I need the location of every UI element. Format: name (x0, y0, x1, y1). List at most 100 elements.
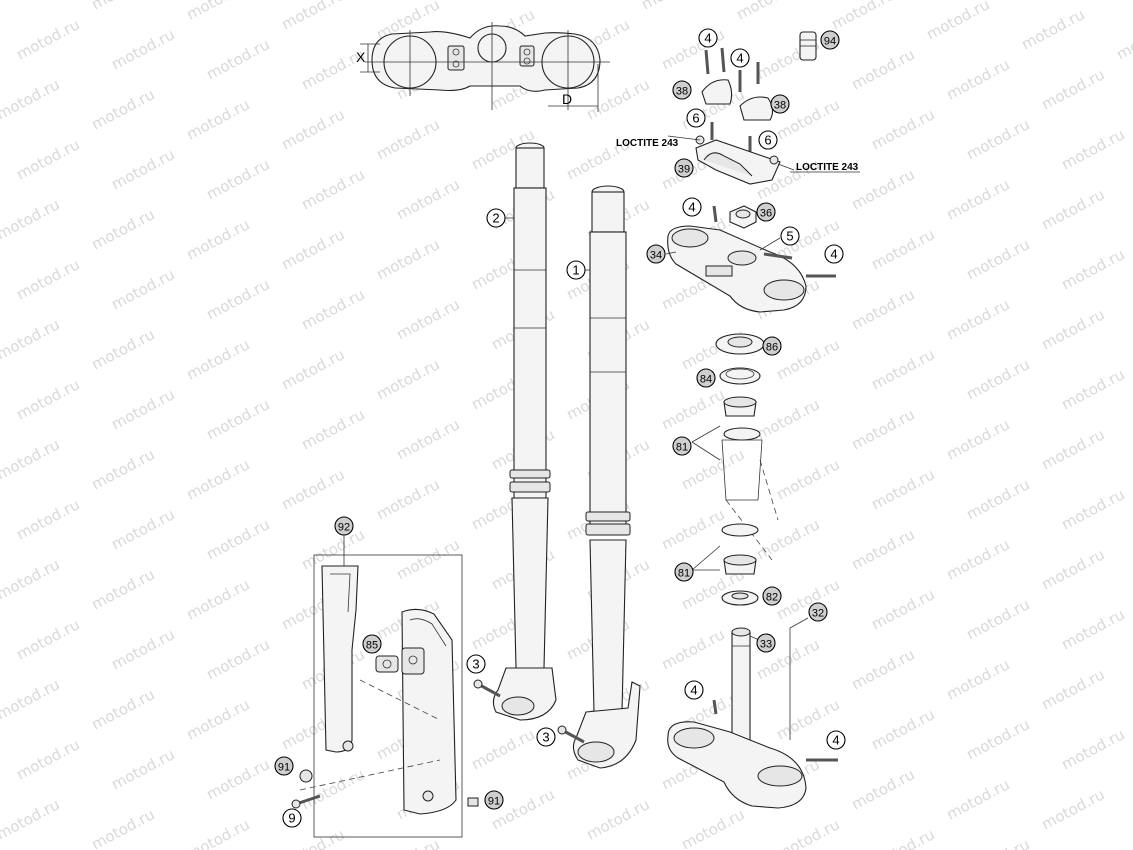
watermark-text: motod.ru (108, 265, 177, 313)
callout-36: 36 (756, 202, 776, 222)
dimension-x-label: X (356, 49, 366, 65)
watermark-text: motod.ru (88, 325, 157, 373)
callout-3: 3 (536, 727, 556, 747)
callout-number: 94 (824, 36, 836, 48)
watermark-text: motod.ru (468, 725, 537, 773)
watermark-text: motod.ru (183, 335, 252, 383)
watermark-text: motod.ru (183, 815, 252, 850)
watermark-text: motod.ru (1038, 545, 1107, 593)
part-94 (799, 31, 817, 61)
watermark-text: motod.ru (943, 175, 1012, 223)
callout-number: 81 (678, 568, 690, 580)
watermark-text: motod.ru (1038, 65, 1107, 113)
callout-number: 33 (760, 639, 772, 651)
watermark-text: motod.ru (183, 215, 252, 263)
watermark-text: motod.ru (1038, 785, 1107, 833)
watermark-text: motod.ru (0, 0, 63, 4)
watermark-text: motod.ru (583, 795, 652, 843)
watermark-text: motod.ru (13, 375, 82, 423)
fork-leg-1 (572, 185, 641, 769)
callout-number: 82 (766, 592, 778, 604)
callout-circle (282, 808, 302, 828)
callout-33: 33 (756, 633, 776, 653)
watermark-text: motod.ru (1113, 15, 1133, 63)
watermark-text: motod.ru (88, 205, 157, 253)
callout-circle (274, 756, 294, 776)
callout-85: 85 (362, 634, 382, 654)
watermark-text: motod.ru (108, 625, 177, 673)
watermark-text: motod.ru (943, 775, 1012, 823)
watermark-text: motod.ru (1038, 425, 1107, 473)
callout-circle (484, 790, 504, 810)
watermark-text: motod.ru (943, 415, 1012, 463)
watermark-text: motod.ru (278, 105, 347, 153)
watermark-text: motod.ru (583, 75, 652, 123)
watermark-text: motod.ru (0, 675, 63, 723)
callout-81: 81 (672, 436, 692, 456)
callout-34: 34 (646, 244, 666, 264)
callout-84: 84 (696, 368, 716, 388)
watermark-text: motod.ru (183, 95, 252, 143)
watermark-text: motod.ru (848, 525, 917, 573)
callout-91: 91 (274, 756, 294, 776)
callout-circle (824, 244, 844, 264)
callout-circle (674, 158, 694, 178)
watermark-text: motod.ru (1058, 125, 1127, 173)
watermark-text: motod.ru (1018, 5, 1087, 53)
watermark-text: motod.ru (203, 35, 272, 83)
callout-number: 85 (366, 640, 378, 652)
fork-leg-2 (492, 142, 557, 721)
watermark-text: motod.ru (88, 685, 157, 733)
steering-nut-36 (712, 205, 757, 229)
watermark-text: motod.ru (868, 705, 937, 753)
watermark-text: motod.ru (1058, 245, 1127, 293)
bearing-81-upper (723, 396, 761, 441)
callout-number: 4 (832, 733, 839, 748)
callout-9: 9 (282, 808, 302, 828)
nut-91-left (299, 769, 313, 783)
watermark-text: motod.ru (963, 715, 1032, 763)
watermark-text: motod.ru (203, 275, 272, 323)
watermark-text: motod.ru (393, 295, 462, 343)
watermark-text: motod.ru (13, 135, 82, 183)
watermark-text: motod.ru (183, 455, 252, 503)
watermark-text: motod.ru (1058, 485, 1127, 533)
watermark-text: motod.ru (108, 145, 177, 193)
callout-92: 92 (334, 516, 354, 536)
watermark-text: motod.ru (183, 0, 252, 24)
dimension-d-label: D (562, 91, 572, 107)
watermark-text: motod.ru (943, 655, 1012, 703)
watermark-text: motod.ru (88, 805, 157, 850)
callout-number: 92 (338, 522, 350, 534)
callout-number: 39 (678, 164, 690, 176)
watermark-text: motod.ru (88, 565, 157, 613)
watermark-text: motod.ru (868, 105, 937, 153)
watermark-text: motod.ru (868, 465, 937, 513)
callout-circle (758, 130, 778, 150)
watermark-text: motod.ru (278, 0, 347, 34)
watermark-text: motod.ru (108, 505, 177, 553)
callout-4: 4 (684, 680, 704, 700)
callout-number: 84 (700, 374, 712, 386)
callout-circle (826, 730, 846, 750)
watermark-text: motod.ru (868, 225, 937, 273)
watermark-text: motod.ru (848, 645, 917, 693)
watermark-text: motod.ru (773, 575, 842, 623)
watermark-text: motod.ru (773, 815, 842, 850)
callout-4: 4 (826, 730, 846, 750)
screw-9 (291, 794, 321, 809)
watermark-text: motod.ru (203, 635, 272, 683)
watermark-text: motod.ru (298, 285, 367, 333)
watermark-text: motod.ru (278, 465, 347, 513)
callout-circle (362, 634, 382, 654)
watermark-text: motod.ru (108, 385, 177, 433)
callout-circle (674, 562, 694, 582)
callout-number: 4 (688, 200, 695, 215)
callout-layer: 1233444444566932333436383839818182848586… (274, 28, 846, 828)
watermark-text: motod.ru (868, 345, 937, 393)
watermark-text: motod.ru (278, 225, 347, 273)
watermark-text: motod.ru (88, 85, 157, 133)
callout-82: 82 (762, 586, 782, 606)
callout-number: 36 (760, 208, 772, 220)
watermark-text: motod.ru (203, 155, 272, 203)
